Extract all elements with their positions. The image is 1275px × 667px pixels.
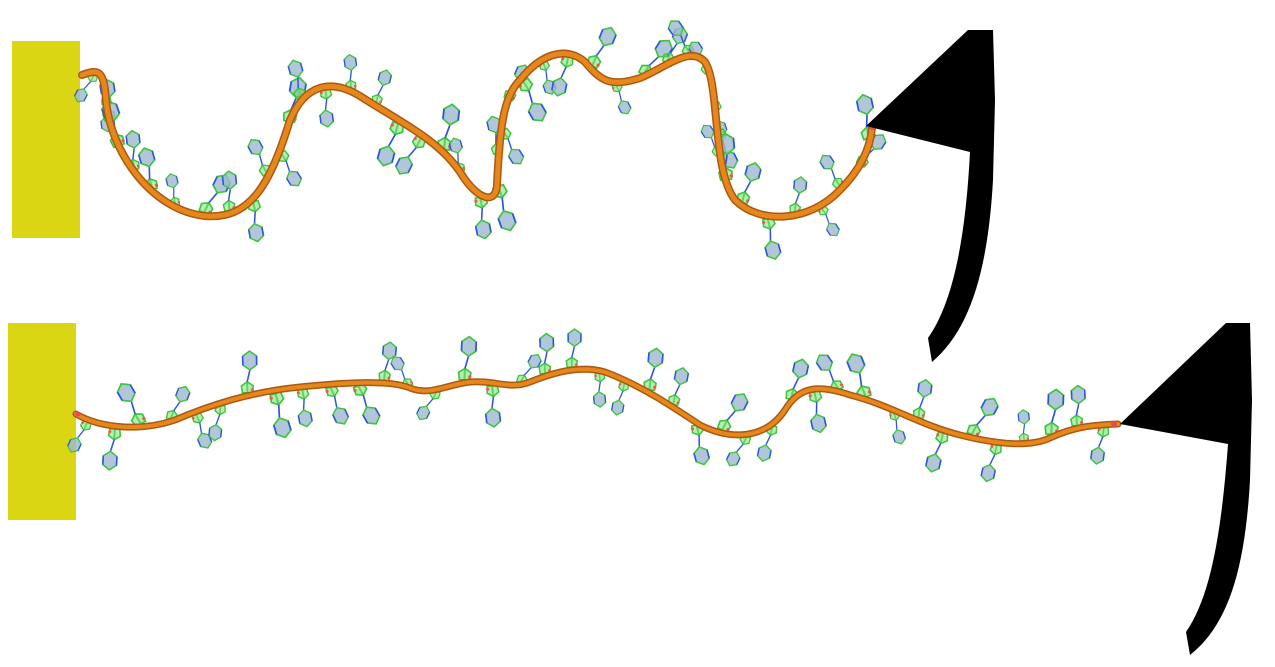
nucleotide-icon [1015,408,1033,445]
nucleotide-icon [923,427,951,475]
nucleotide-icon [803,386,831,435]
nucleotide-icon [292,384,316,429]
nucleotide-icon [111,379,153,431]
nucleotide-icon [485,180,521,234]
dna-backbone-highlight [74,367,1120,446]
nucleotide-icon [239,349,259,397]
nucleotide-icon [565,328,582,371]
nucleotides-top [71,16,890,262]
dna-backbone-highlight [79,51,875,220]
nucleotide-icon [549,51,576,99]
nucleotide-icon [319,381,353,428]
nucleotide-icon [457,335,478,385]
nucleotide-icon [756,213,785,262]
tweezer-tip [866,30,995,362]
nucleotide-icon [101,424,122,472]
nucleotide-icon [1089,422,1111,466]
anchor-block [12,41,80,238]
bottom-strand-panel [8,323,1252,655]
anchor-block [8,323,76,520]
backbone-end [75,411,81,417]
nucleotide-icon [642,346,665,395]
top-strand-panel [12,16,995,362]
backbone-end [1111,421,1117,427]
nucleotide-icon [263,387,296,441]
nucleotide-icon [481,381,504,429]
nucleotide-icon [1068,384,1088,430]
tweezer-tip [1120,323,1252,655]
nucleotide-icon [346,378,386,429]
nucleotide-icon [979,439,1004,484]
nucleotide-icon [911,377,934,423]
nucleotide-icon [536,332,556,378]
